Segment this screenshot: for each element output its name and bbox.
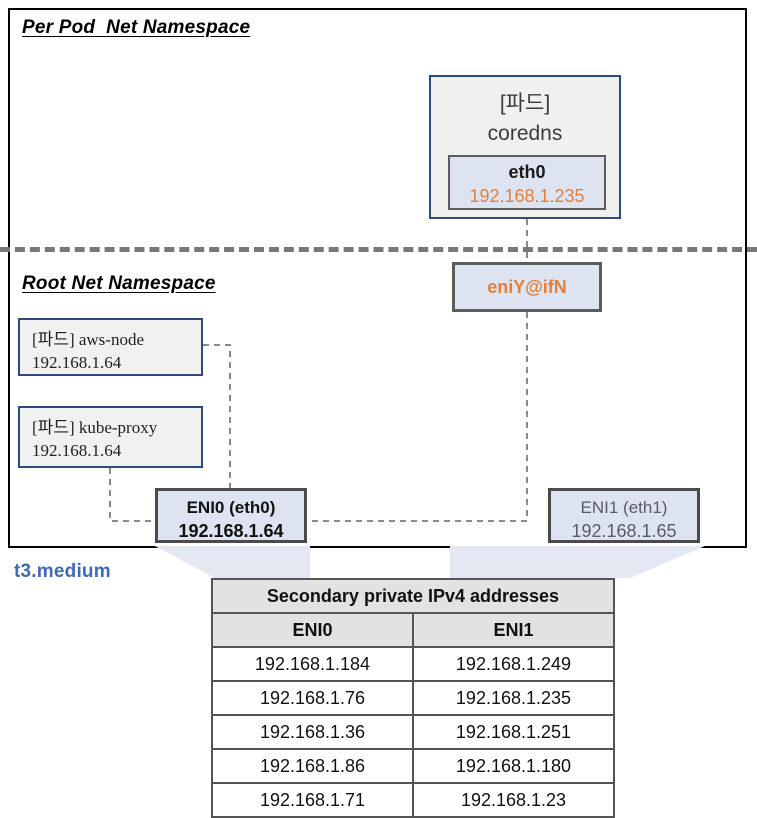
table-cell: 192.168.1.71 xyxy=(211,782,414,818)
table-title: Secondary private IPv4 addresses xyxy=(211,578,615,614)
wire-eni-if-to-eni0 xyxy=(307,312,528,522)
table-head: Secondary private IPv4 addresses ENI0 EN… xyxy=(211,578,616,648)
eni0-title: ENI0 (eth0) xyxy=(186,498,276,517)
eni1-box[interactable]: ENI1 (eth1) 192.168.1.65 xyxy=(548,488,700,543)
secondary-ip-table: Secondary private IPv4 addresses ENI0 EN… xyxy=(211,578,616,818)
namespace-divider xyxy=(0,247,757,252)
pod-aws-node-ip: 192.168.1.64 xyxy=(32,353,122,372)
eni0-ip: 192.168.1.64 xyxy=(178,521,284,541)
table-cell: 192.168.1.249 xyxy=(411,646,616,682)
table-cell: 192.168.1.23 xyxy=(411,782,616,818)
table-cell: 192.168.1.36 xyxy=(211,714,414,750)
table-cell: 192.168.1.76 xyxy=(211,680,414,716)
table-header-eni1: ENI1 xyxy=(411,612,616,648)
pod-kube-proxy-ip: 192.168.1.64 xyxy=(32,441,122,460)
pod-kube-proxy-name: [파드] kube-proxy xyxy=(32,418,158,437)
host-veth-eniY-ifN[interactable]: eniY@ifN xyxy=(452,262,602,312)
table-title-row: Secondary private IPv4 addresses xyxy=(211,578,615,614)
table-cell: 192.168.1.86 xyxy=(211,748,414,784)
pod-eth0-name: eth0 xyxy=(508,162,546,182)
table-cell: 192.168.1.184 xyxy=(211,646,414,682)
instance-type-label: t3.medium xyxy=(14,561,111,582)
eni0-box[interactable]: ENI0 (eth0) 192.168.1.64 xyxy=(155,488,307,543)
per-pod-namespace-title: Per Pod Net Namespace xyxy=(22,17,251,38)
diagram-canvas: Per Pod Net Namespace Root Net Namespace… xyxy=(0,8,757,818)
wire-kubeproxy-to-eni0 xyxy=(109,468,155,522)
table-cell: 192.168.1.180 xyxy=(411,748,616,784)
wire-awsnode-to-eni0 xyxy=(203,344,231,488)
eni1-ip: 192.168.1.65 xyxy=(571,521,677,541)
table-cell: 192.168.1.251 xyxy=(411,714,616,750)
root-namespace-title: Root Net Namespace xyxy=(22,273,216,294)
pod-aws-node[interactable]: [파드] aws-node 192.168.1.64 xyxy=(18,318,203,376)
pod-eth0-ip: 192.168.1.235 xyxy=(469,186,585,206)
pod-kube-proxy[interactable]: [파드] kube-proxy 192.168.1.64 xyxy=(18,406,203,468)
table-header-eni0: ENI0 xyxy=(211,612,414,648)
host-veth-label: eniY@ifN xyxy=(487,276,567,297)
pod-bracket-label: [파드] xyxy=(499,92,551,115)
eni1-title: ENI1 (eth1) xyxy=(580,498,668,517)
pod-aws-node-name: [파드] aws-node xyxy=(32,330,144,349)
pod-name-label: coredns xyxy=(487,122,563,145)
pod-coredns-title: [파드] coredns xyxy=(431,89,619,149)
connector-wires xyxy=(109,219,528,522)
table-cell: 192.168.1.235 xyxy=(411,680,616,716)
pod-eth0-box[interactable]: eth0 192.168.1.235 xyxy=(448,155,606,210)
table-header-row: ENI0 ENI1 xyxy=(211,612,616,648)
pod-coredns[interactable]: [파드] coredns eth0 192.168.1.235 xyxy=(429,75,621,219)
